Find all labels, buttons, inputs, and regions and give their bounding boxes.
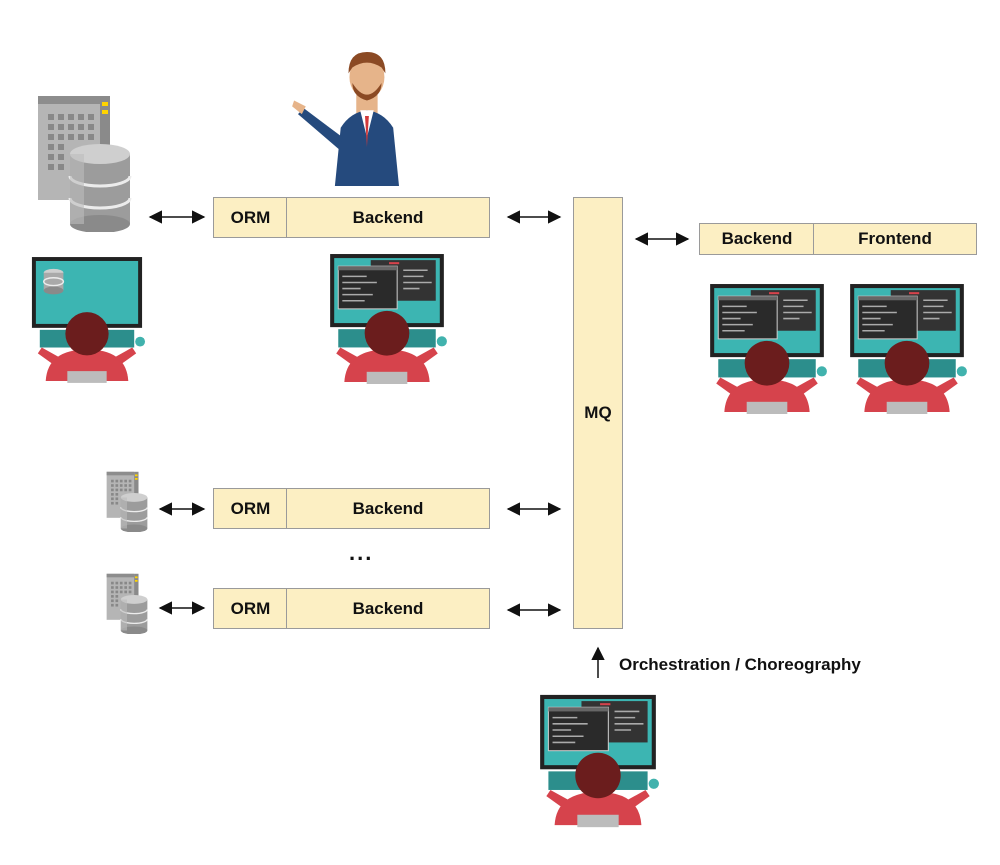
orm-label: ORM: [230, 598, 271, 618]
orm-box-2: ORM: [213, 488, 288, 529]
orm-box-1: ORM: [213, 197, 288, 238]
orm-label: ORM: [230, 207, 271, 227]
frontend-label: Frontend: [858, 229, 932, 248]
backend-label: Backend: [352, 598, 424, 618]
backend-label: Backend: [352, 498, 424, 518]
backend-label: Backend: [352, 207, 424, 227]
orchestration-label: Orchestration / Choreography: [619, 655, 861, 674]
backend-box-3: Backend: [286, 588, 490, 629]
backend-box-1: Backend: [286, 197, 490, 238]
developer-at-computer-icon: [536, 692, 660, 828]
developer-at-computer-icon: [706, 282, 828, 414]
client-frontend-box: Frontend: [813, 223, 977, 255]
server-database-icon: [104, 470, 150, 532]
client-backend-box: Backend: [699, 223, 815, 255]
mq-label: MQ: [584, 403, 612, 422]
presenter-person-icon: [290, 50, 440, 186]
ellipsis: ...: [349, 540, 374, 565]
orm-label: ORM: [230, 498, 271, 518]
server-database-icon: [34, 92, 134, 232]
backend-box-2: Backend: [286, 488, 490, 529]
orm-box-3: ORM: [213, 588, 288, 629]
mq-box: MQ: [573, 197, 623, 629]
backend-label: Backend: [721, 229, 793, 248]
developer-at-computer-icon: [28, 254, 146, 384]
developer-at-computer-icon: [846, 282, 968, 414]
server-database-icon: [104, 572, 150, 634]
developer-at-computer-icon: [326, 252, 448, 384]
